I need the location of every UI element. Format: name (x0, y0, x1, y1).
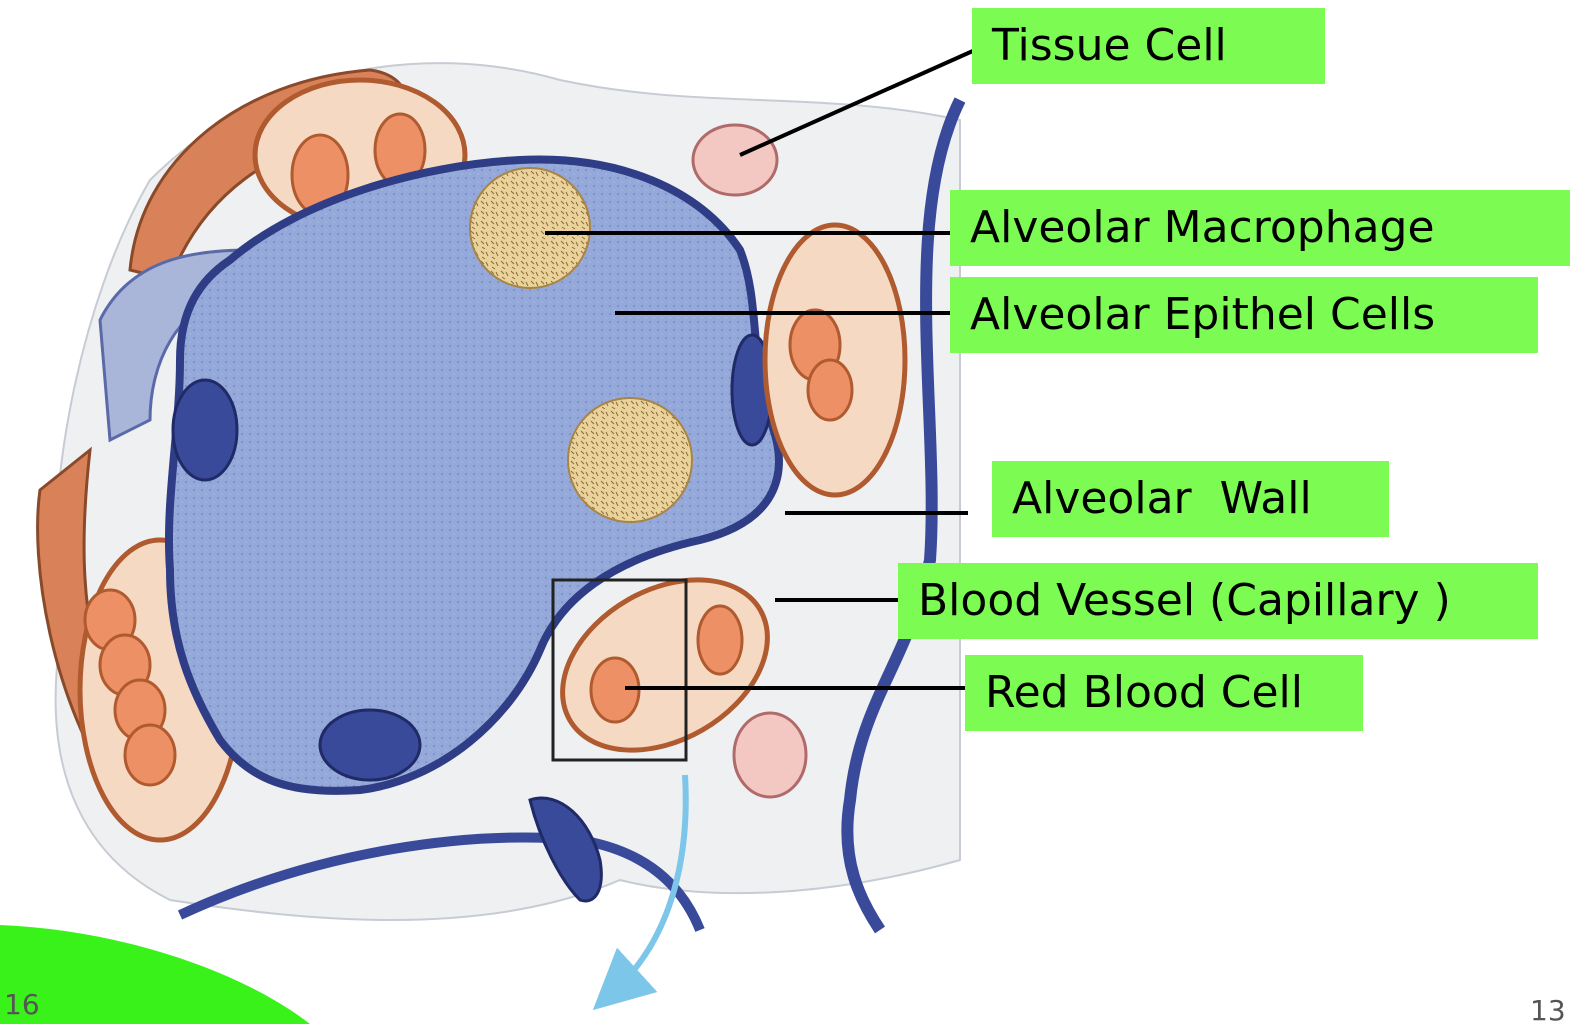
tissue-cell (734, 713, 806, 797)
label-alveolar-wall: Alveolar Wall (992, 461, 1389, 537)
red-blood-cell (698, 606, 742, 674)
epithelial-nucleus (173, 380, 237, 480)
label-tissue-cell: Tissue Cell (972, 8, 1325, 84)
slide-number-right: 13 (1530, 994, 1566, 1027)
corner-decoration (0, 925, 310, 1024)
epithelial-nucleus (320, 710, 420, 780)
slide-number-left: 16 (4, 988, 40, 1021)
label-red-blood-cell: Red Blood Cell (965, 655, 1363, 731)
label-blood-vessel: Blood Vessel (Capillary ) (898, 563, 1538, 639)
label-alveolar-epithel-cells: Alveolar Epithel Cells (950, 277, 1538, 353)
macrophage (470, 168, 590, 288)
tissue-cell (693, 125, 777, 195)
label-alveolar-macrophage: Alveolar Macrophage (950, 190, 1570, 266)
red-blood-cell (808, 360, 852, 420)
red-blood-cell (125, 725, 175, 785)
macrophage (568, 398, 692, 522)
